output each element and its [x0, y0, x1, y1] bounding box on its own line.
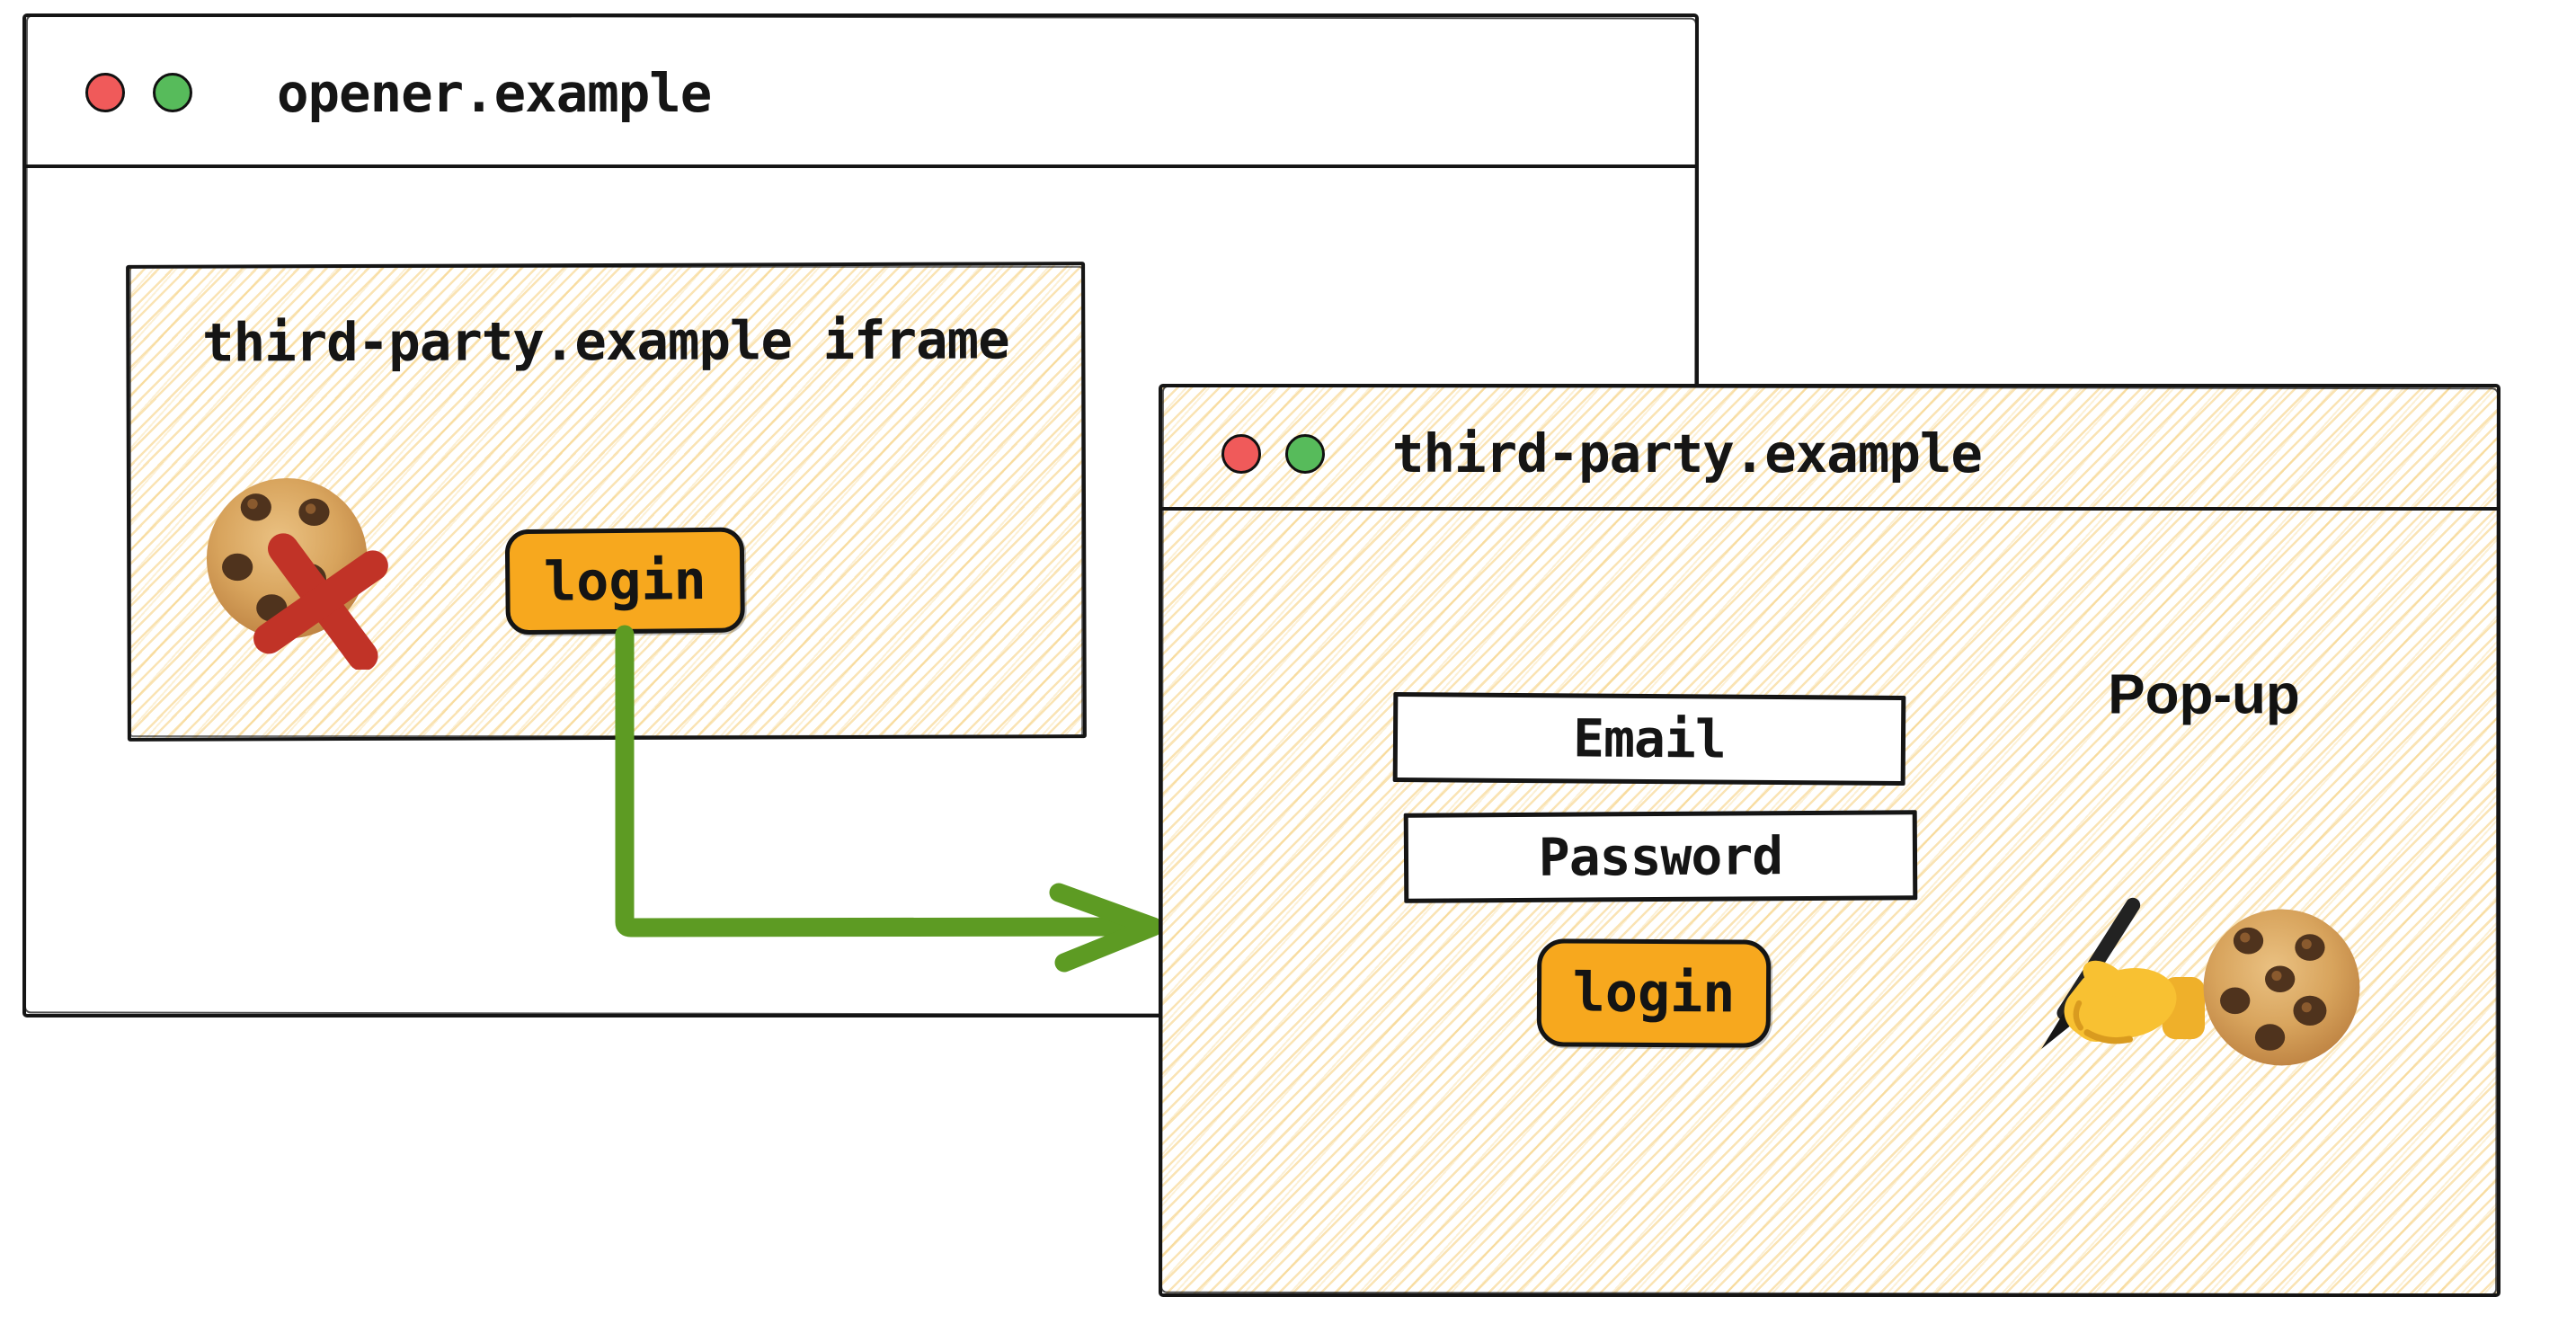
traffic-light-red-icon	[1221, 433, 1261, 474]
traffic-light-red-icon	[85, 73, 125, 112]
email-field-label: Email	[1572, 707, 1727, 770]
password-field-label: Password	[1538, 825, 1783, 888]
writing-hand-icon	[2041, 897, 2205, 1049]
popup-annotation-label: Pop-up	[2108, 663, 2300, 726]
popup-login-button[interactable]: login	[1536, 938, 1772, 1048]
opener-titlebar: opener.example	[26, 17, 1695, 168]
iframe-login-button[interactable]: login	[504, 527, 745, 635]
password-field[interactable]: Password	[1403, 810, 1918, 903]
popup-window: third-party.example Email Password login…	[1159, 384, 2500, 1297]
email-field[interactable]: Email	[1392, 692, 1906, 786]
iframe-label: third-party.example iframe	[201, 308, 1009, 374]
traffic-light-green-icon	[1285, 433, 1325, 474]
popup-window-title: third-party.example	[1392, 422, 1983, 484]
cookie-icon	[2203, 909, 2360, 1066]
third-party-iframe: third-party.example iframe	[126, 262, 1087, 742]
traffic-light-green-icon	[153, 73, 192, 112]
opener-window-title: opener.example	[277, 61, 712, 124]
blocked-cross-icon	[253, 533, 388, 671]
popup-titlebar: third-party.example	[1162, 387, 2497, 511]
